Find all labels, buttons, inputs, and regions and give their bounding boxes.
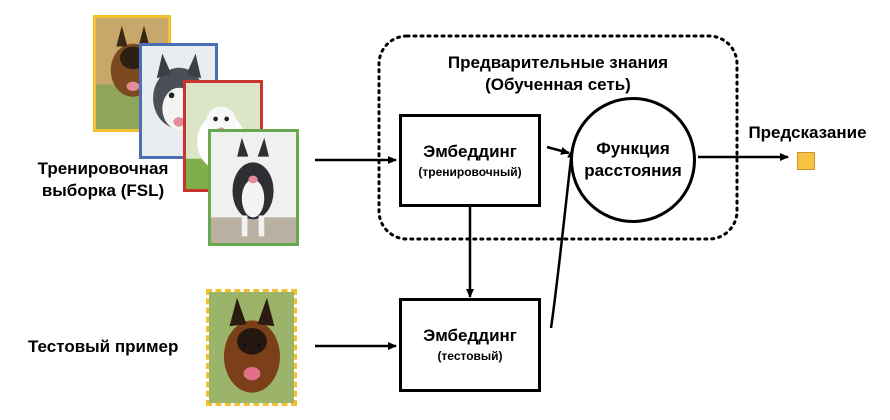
embedding-test-title: Эмбеддинг — [423, 326, 517, 345]
embedding-test-box: Эмбеддинг (тестовый) — [399, 298, 541, 392]
test-photo — [206, 289, 297, 406]
prediction-marker — [797, 152, 815, 170]
training-set-label: Тренировочная выборка (FSL) — [37, 159, 169, 200]
prediction-label: Предсказание — [748, 123, 867, 142]
embedding-test-subtitle: (тестовый) — [437, 349, 503, 363]
embedding-train-subtitle: (тренировочный) — [418, 164, 522, 179]
test-sample-label: Тестовый пример — [28, 337, 179, 356]
arrow-train-emb-to-distance — [546, 145, 570, 155]
distance-line1: Функция — [596, 139, 670, 158]
distance-line2: расстояния — [584, 161, 682, 180]
prior-knowledge-title: Предварительные знания (Обученная сеть) — [447, 53, 669, 94]
embedding-train-title: Эмбеддинг — [423, 141, 517, 161]
arrow-test-emb-to-distance — [549, 149, 576, 329]
embedding-train-box: Эмбеддинг (тренировочный) — [399, 114, 541, 207]
distance-function-node: Функция расстояния — [570, 97, 696, 223]
prior-knowledge-region — [377, 34, 739, 241]
training-photo-4 — [208, 129, 299, 246]
